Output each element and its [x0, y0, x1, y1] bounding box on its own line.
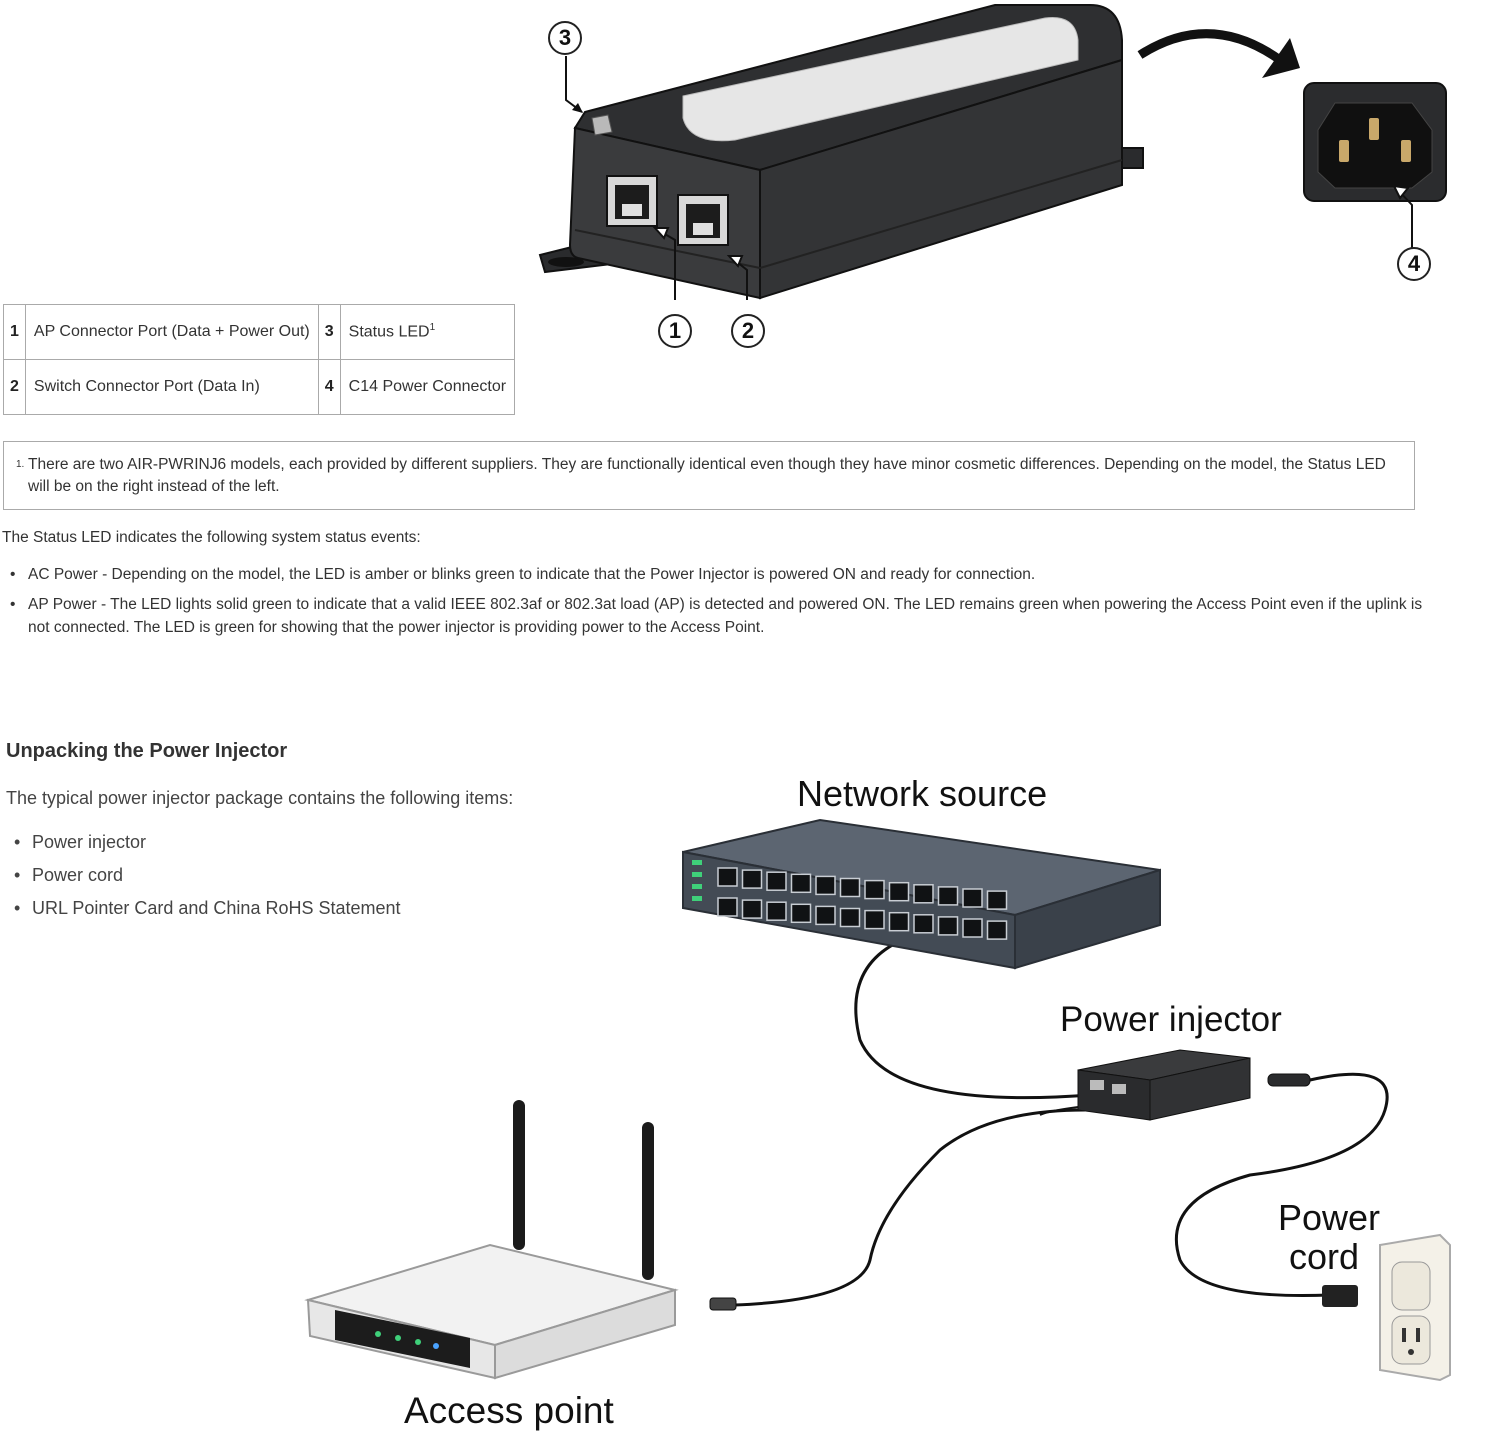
table-row: 1 AP Connector Port (Data + Power Out) 3…: [3, 304, 516, 360]
legend-number: 3: [317, 304, 341, 360]
connection-diagram: [304, 818, 1451, 1382]
switch-port: [741, 899, 763, 919]
access-point-label: Access point: [404, 1390, 614, 1431]
legend-label: C14 Power Connector: [339, 359, 516, 415]
diagram-access-point: [304, 1100, 737, 1380]
switch-port: [766, 871, 787, 891]
diagram-power-injector: [1077, 1049, 1311, 1121]
list-item: Power cord: [10, 859, 401, 892]
power-cord-label-line1: Power: [1278, 1197, 1381, 1238]
switch-port: [986, 920, 1008, 940]
switch-port: [790, 873, 812, 894]
list-item: Power injector: [10, 826, 401, 859]
legend-label: Status LED1: [339, 304, 516, 360]
switch-port: [717, 867, 738, 887]
switch-port: [790, 903, 812, 924]
switch-port: [864, 909, 885, 930]
switch-port: [888, 911, 910, 932]
switch-port: [913, 914, 934, 934]
callout-3: 3: [548, 21, 582, 55]
unpacking-intro: The typical power injector package conta…: [6, 788, 514, 808]
switch-port: [717, 897, 738, 917]
callout-4: 4: [1397, 247, 1431, 281]
status-intro: The Status LED indicates the following s…: [2, 529, 421, 546]
callout-2: 2: [731, 314, 765, 348]
switch-ports: [717, 867, 1008, 940]
list-item: AP Power - The LED lights solid green to…: [6, 593, 1446, 639]
legend-number: 4: [317, 359, 341, 415]
table-row: 2 Switch Connector Port (Data In) 4 C14 …: [3, 359, 516, 415]
callout-legend-table: 1 AP Connector Port (Data + Power Out) 3…: [3, 304, 516, 415]
power-cord-label-line2: cord: [1289, 1236, 1360, 1277]
switch-port: [815, 875, 836, 896]
network-switch: [682, 818, 1161, 970]
status-event-list: AC Power - Depending on the model, the L…: [6, 563, 1446, 646]
switch-port: [937, 886, 959, 906]
power-injector-illustration: [538, 4, 1447, 300]
switch-port: [937, 916, 959, 936]
switch-port: [815, 905, 836, 926]
switch-port: [766, 901, 787, 921]
legend-number: 1: [3, 304, 26, 360]
legend-label: Switch Connector Port (Data In): [24, 359, 319, 415]
list-item: AC Power - Depending on the model, the L…: [6, 563, 1446, 586]
network-source-label: Network source: [797, 773, 1048, 814]
legend-number: 2: [3, 359, 26, 415]
list-item: URL Pointer Card and China RoHS Statemen…: [10, 892, 401, 925]
switch-port: [962, 918, 983, 938]
callout-1: 1: [658, 314, 692, 348]
section-heading: Unpacking the Power Injector: [6, 740, 288, 762]
footnote-ref[interactable]: 1: [429, 322, 436, 334]
switch-port: [839, 877, 861, 898]
footnote-mark: 1.: [16, 459, 25, 470]
switch-port: [864, 879, 885, 900]
package-items-list: Power injector Power cord URL Pointer Ca…: [10, 826, 401, 925]
power-injector-label: Power injector: [1060, 1000, 1282, 1039]
switch-port: [741, 869, 763, 889]
switch-port: [839, 907, 861, 928]
footnote-box: 1. There are two AIR-PWRINJ6 models, eac…: [3, 441, 1415, 510]
footnote-text: There are two AIR-PWRINJ6 models, each p…: [28, 456, 1386, 495]
switch-port: [888, 881, 910, 902]
wall-outlet: [1322, 1233, 1451, 1382]
legend-label: AP Connector Port (Data + Power Out): [24, 304, 319, 360]
switch-port: [962, 888, 983, 908]
switch-port: [986, 890, 1008, 910]
switch-port: [913, 884, 934, 904]
